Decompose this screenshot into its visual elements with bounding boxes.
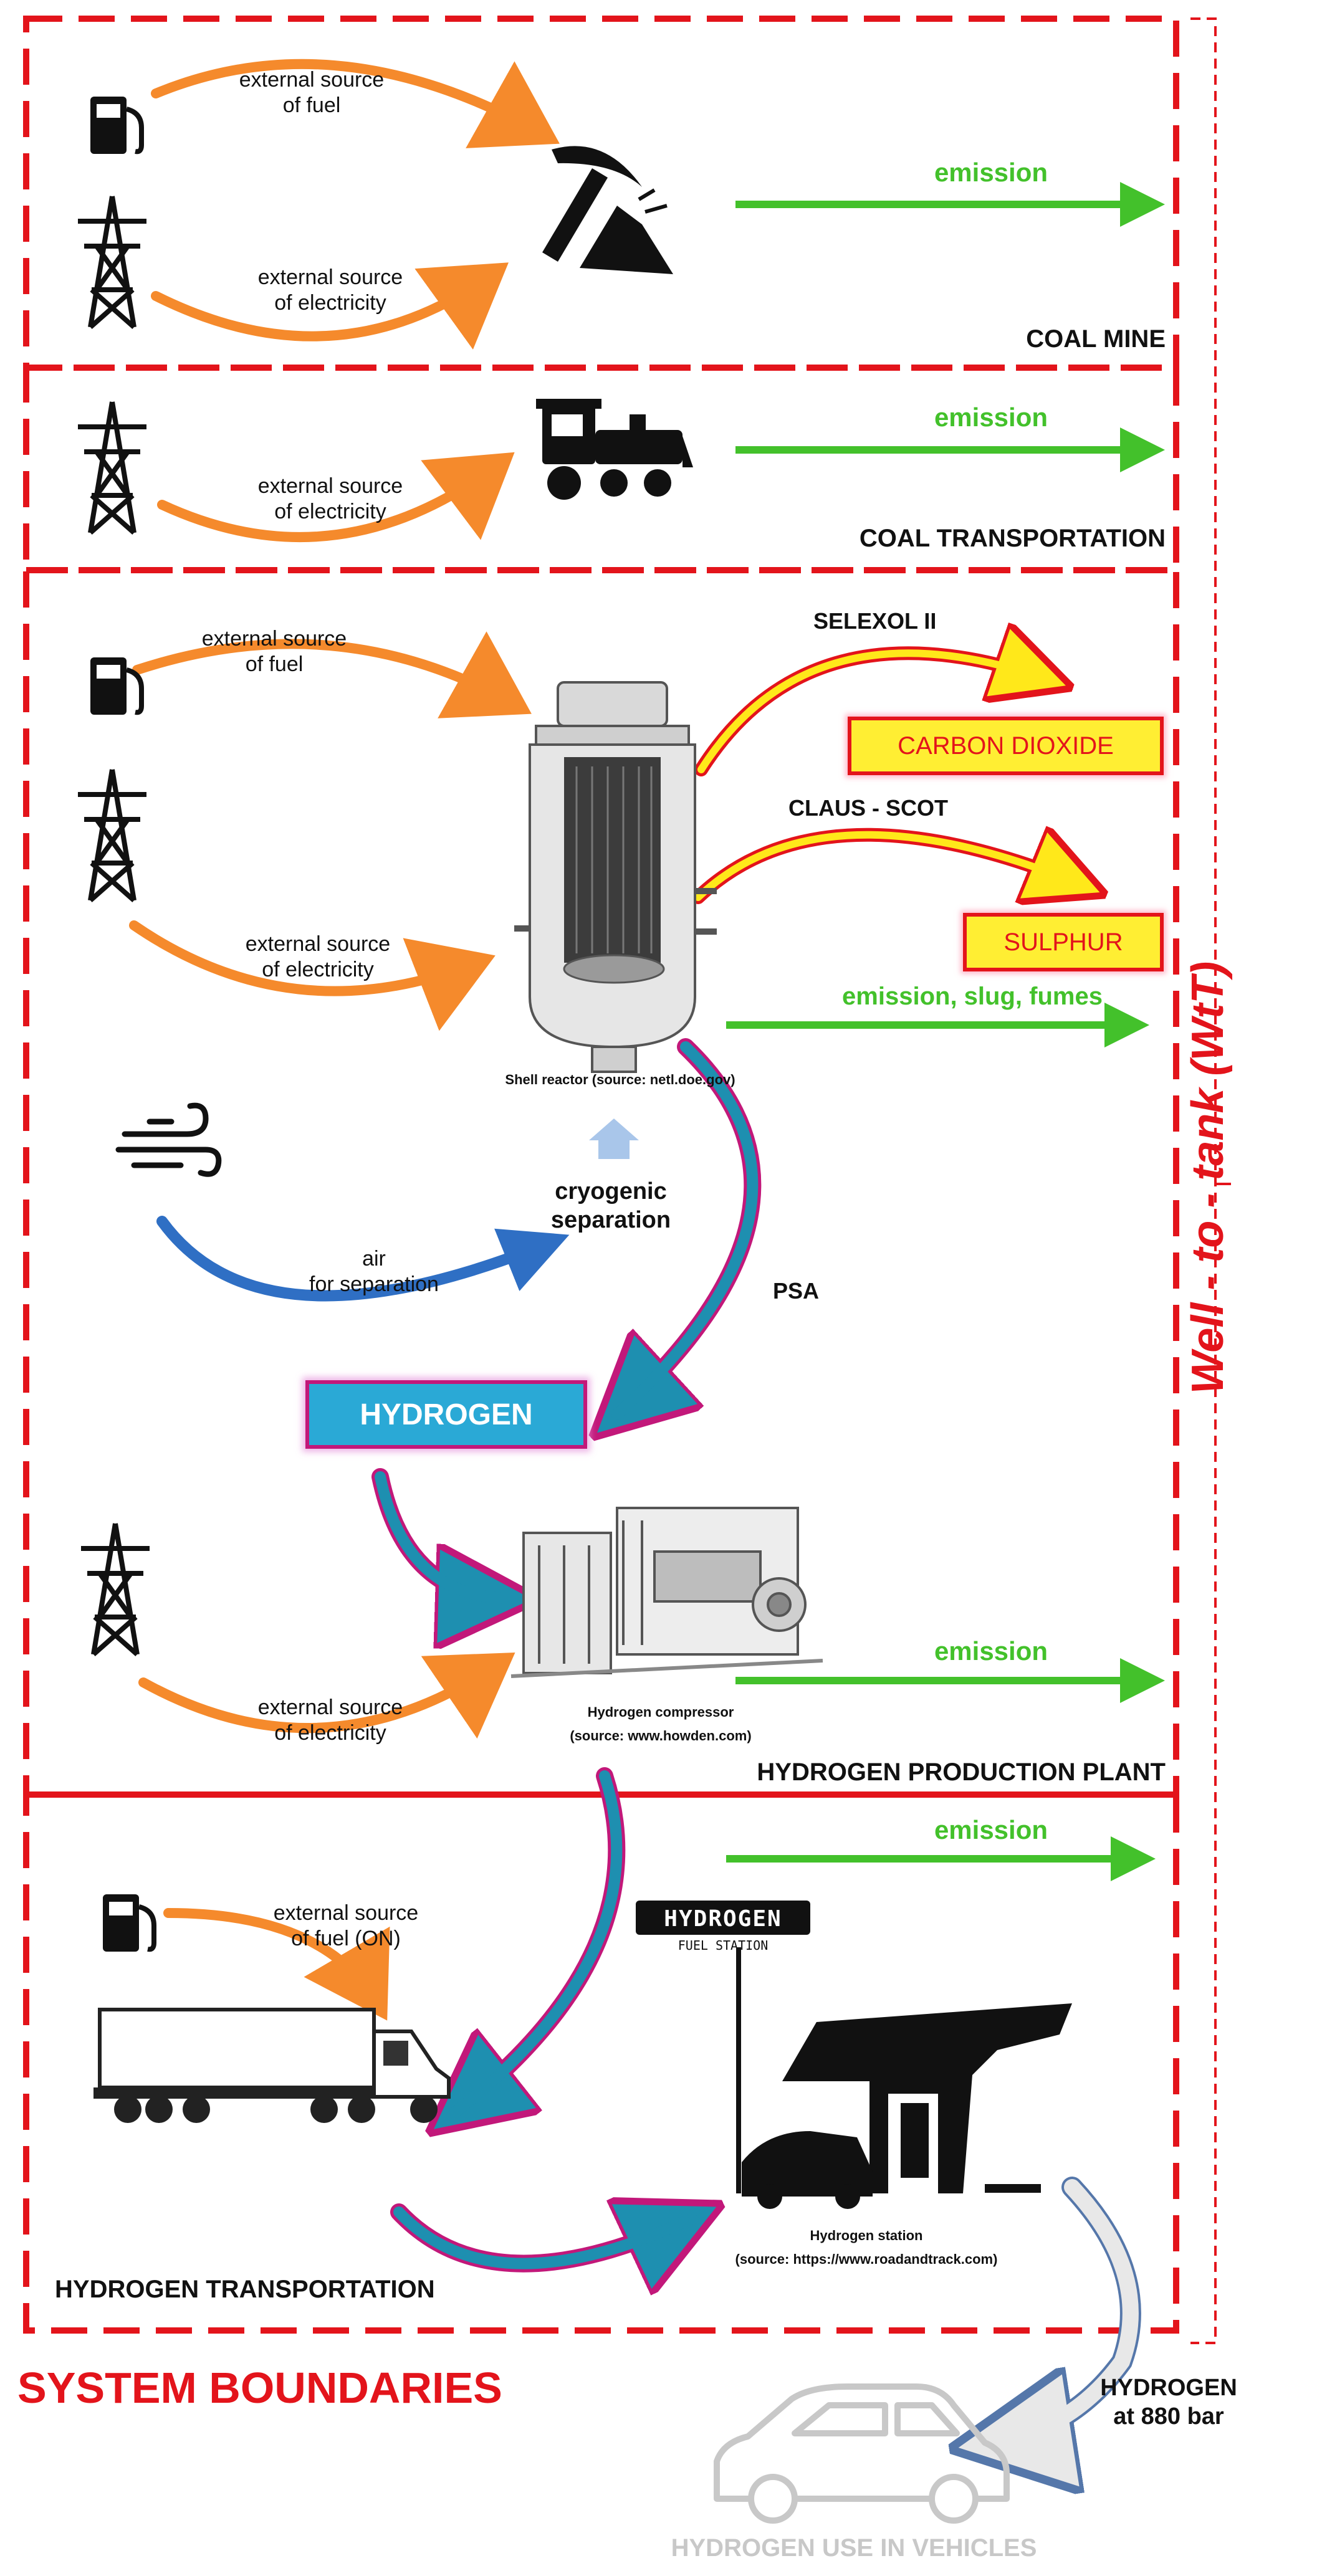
hydrogen-bar-label: HYDROGEN at 880 bar <box>1091 2374 1247 2431</box>
fuel-pump-icon <box>90 657 144 715</box>
coal-mine-title: COAL MINE <box>1026 325 1166 353</box>
power-tower-icon <box>78 196 146 329</box>
production-electricity-label: external source of electricity <box>193 932 443 983</box>
station-caption: Hydrogen station (source: https://www.ro… <box>704 2228 1028 2268</box>
wtt-bracket <box>1190 17 1217 2344</box>
wtt-label: Well - to - tank (WtT) <box>1182 961 1233 1395</box>
coal-transport-electricity-label: external source of electricity <box>206 474 455 525</box>
sulphur-box: SULPHUR <box>963 913 1164 971</box>
label-line: cryogenic <box>555 1178 667 1205</box>
label-line: of electricity <box>274 499 386 523</box>
label-line: of fuel <box>245 652 304 676</box>
selexol-label: SELEXOL II <box>813 608 937 634</box>
production-fuel-label: external source of fuel <box>168 626 380 677</box>
fuel-pump-icon <box>90 97 144 155</box>
air-arrow <box>156 1216 570 1302</box>
compressor-caption: Hydrogen compressor (source: www.howden.… <box>524 1704 798 1745</box>
transport-emission-label: emission <box>934 1815 1048 1844</box>
emission-slug-fumes-label: emission, slug, fumes <box>842 983 1103 1010</box>
production-title: HYDROGEN PRODUCTION PLANT <box>757 1758 1166 1786</box>
production-emission-label: emission <box>934 1636 1048 1666</box>
label-line: of electricity <box>274 1720 386 1745</box>
psa-label: PSA <box>773 1278 820 1304</box>
label-line: of fuel (ON) <box>291 1926 401 1950</box>
label-line: external source <box>257 474 403 498</box>
coal-transport-emission-label: emission <box>934 403 1048 432</box>
label-line: external source <box>257 265 403 289</box>
label-line: Hydrogen station <box>810 2228 923 2243</box>
pickaxe-icon <box>542 146 673 274</box>
product-arrows <box>691 653 1081 897</box>
label-line: external source <box>257 1696 403 1719</box>
label-line: external source <box>273 1901 419 1925</box>
external-source-arrows <box>129 59 560 2021</box>
label-line: (source: www.howden.com) <box>570 1728 752 1744</box>
emission-arrows <box>726 182 1165 1881</box>
hydrogen-station-icon <box>636 1901 1072 2209</box>
label-line: at 880 bar <box>1113 2403 1224 2430</box>
cryogenic-separation-label: cryogenic separation <box>517 1178 704 1234</box>
label-line: external source <box>239 68 385 92</box>
label-line: of fuel <box>282 93 341 117</box>
station-sign-subtext: FUEL STATION <box>678 1938 769 1953</box>
label-line: external source <box>201 627 347 651</box>
hydrogen-box: HYDROGEN <box>305 1380 587 1449</box>
coal-transport-title: COAL TRANSPORTATION <box>859 525 1166 552</box>
boundary-hydrogen-transportation <box>23 1791 1179 2334</box>
power-tower-icon <box>78 401 146 535</box>
hydrogen-use-label: HYDROGEN USE IN VEHICLES <box>671 2534 1037 2562</box>
coal-mine-fuel-label: external source of fuel <box>206 67 418 118</box>
coal-mine-emission-label: emission <box>934 158 1048 187</box>
station-sign-text: HYDROGEN <box>664 1906 782 1932</box>
production-electricity-label-2: external source of electricity <box>206 1695 455 1746</box>
boundary-coal-mine <box>23 16 1179 371</box>
hydrogen-flow-arrows <box>371 1038 762 2264</box>
transport-fuel-label: external source of fuel (ON) <box>243 1901 449 1952</box>
carbon-dioxide-box: CARBON DIOXIDE <box>848 717 1164 775</box>
label-line: HYDROGEN <box>1100 2375 1237 2401</box>
label-line: air <box>362 1247 386 1271</box>
coal-mine-electricity-label: external source of electricity <box>206 265 455 316</box>
power-tower-icon <box>78 769 146 902</box>
label-line: Hydrogen compressor <box>587 1704 734 1720</box>
label-line: separation <box>550 1206 671 1233</box>
claus-scot-label: CLAUS - SCOT <box>788 795 948 821</box>
car-icon <box>714 2383 1010 2524</box>
label-line: for separation <box>309 1272 439 1296</box>
system-boundaries-label: SYSTEM BOUNDARIES <box>17 2364 502 2412</box>
wind-icon <box>115 1102 222 1177</box>
fuel-pump-icon <box>103 1894 156 1952</box>
label-line: of electricity <box>274 290 386 315</box>
train-icon <box>536 399 693 500</box>
truck-icon <box>93 2008 451 2123</box>
power-tower-icon <box>81 1523 150 1656</box>
transport-title: HYDROGEN TRANSPORTATION <box>55 2276 435 2303</box>
label-line: external source <box>245 932 391 956</box>
label-line: (source: https://www.roadandtrack.com) <box>735 2251 998 2268</box>
label-line: of electricity <box>262 957 374 981</box>
cryogenic-up-arrow <box>589 1119 639 1159</box>
reactor-caption: Shell reactor (source: netl.doe.gov) <box>505 1072 735 1087</box>
air-label: air for separation <box>262 1246 486 1297</box>
shell-reactor <box>514 681 717 1073</box>
hydrogen-compressor <box>510 1507 823 1678</box>
